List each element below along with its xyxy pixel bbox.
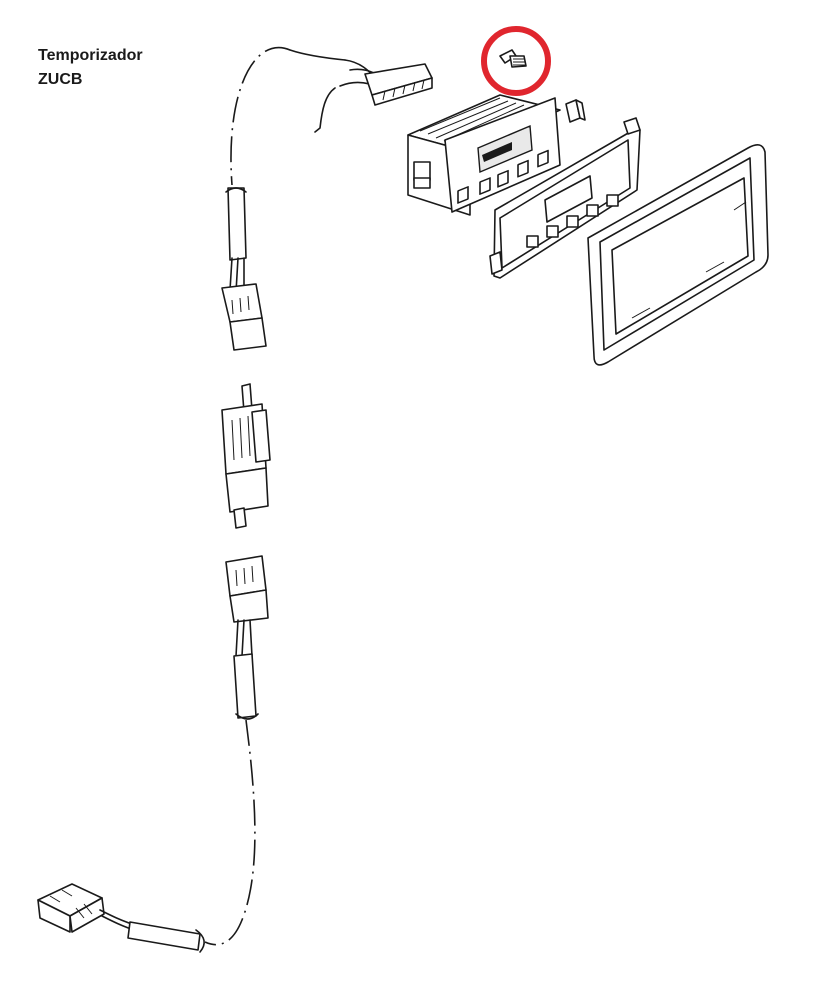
connector-pair (221, 383, 271, 529)
clip-part (565, 99, 586, 123)
screw-icon (499, 49, 527, 68)
cable-route (204, 46, 291, 946)
title-line-2: ZUCB (38, 71, 83, 88)
highlight-circle (481, 26, 551, 96)
connector-bottom (37, 883, 205, 953)
top-wire-harness (289, 49, 433, 133)
connector-upper (221, 187, 267, 351)
title-line-1: Temporizador (38, 47, 143, 64)
diagram-title: Temporizador ZUCB (38, 44, 143, 92)
cover-frame (587, 144, 769, 366)
timer-module (407, 94, 561, 216)
front-bezel (489, 117, 641, 279)
connector-lower (225, 555, 269, 720)
